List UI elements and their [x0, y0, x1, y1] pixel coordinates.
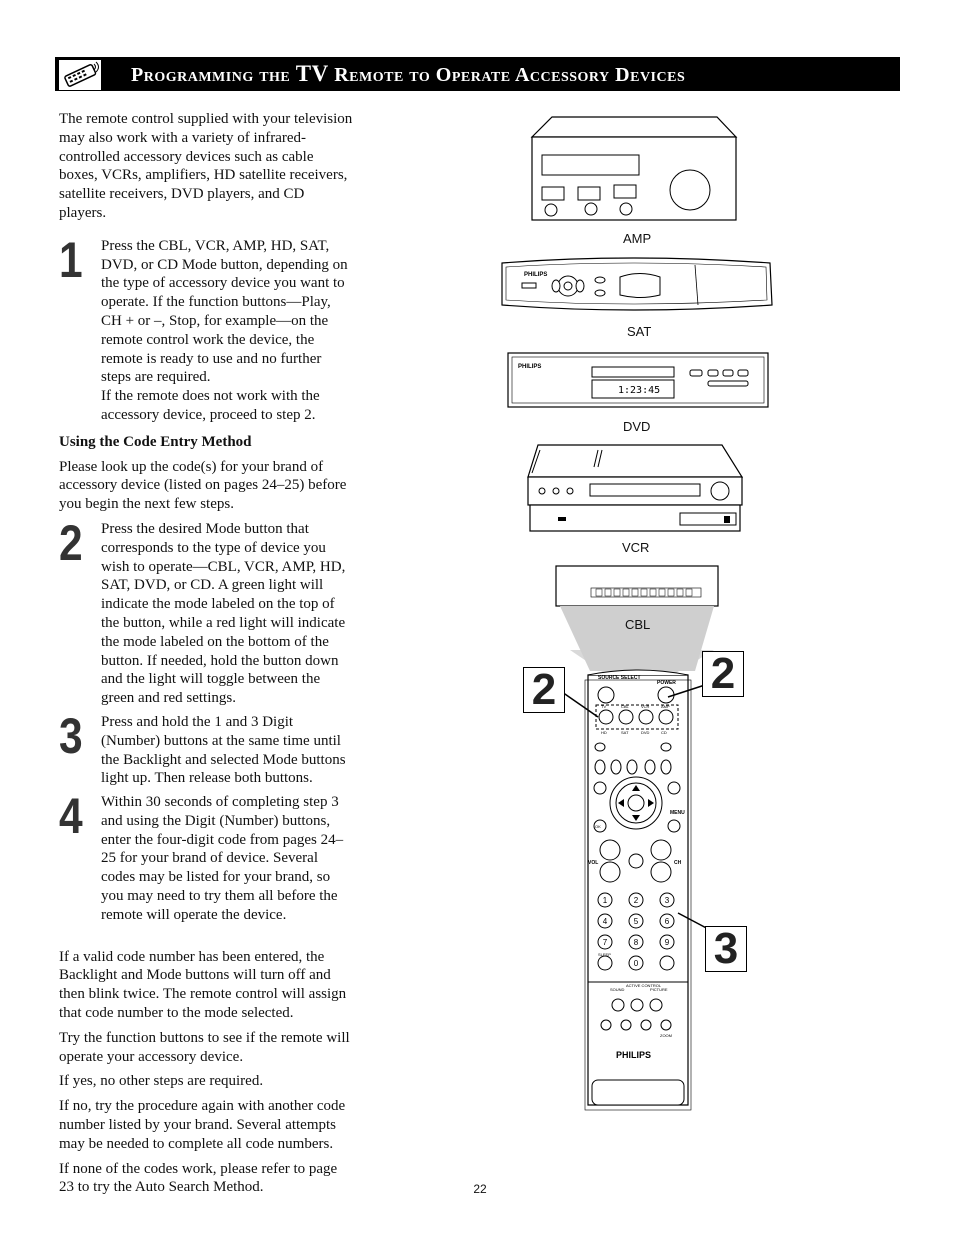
- svg-text:CH: CH: [674, 860, 682, 866]
- svg-text:CBL: CBL: [621, 704, 630, 709]
- step-text: Within 30 seconds of completing step 3 a…: [101, 794, 344, 923]
- svg-text:SOURCE SELECT: SOURCE SELECT: [598, 675, 641, 681]
- svg-text:SLEEP: SLEEP: [598, 952, 611, 957]
- svg-text:7: 7: [603, 938, 608, 947]
- dvd-device-image: PHILIPS 1:23:45: [507, 352, 769, 408]
- svg-text:1:23:45: 1:23:45: [618, 385, 660, 396]
- svg-text:5: 5: [634, 917, 639, 926]
- step-2: 2 Press the desired Mode button that cor…: [59, 514, 354, 708]
- amp-label: AMP: [623, 231, 652, 246]
- svg-text:DVD: DVD: [641, 730, 650, 735]
- svg-text:4: 4: [603, 917, 608, 926]
- callout-step-3: 3: [705, 926, 747, 972]
- sat-device-image: PHILIPS: [501, 257, 773, 311]
- svg-text:1: 1: [603, 896, 608, 905]
- svg-text:VOL: VOL: [588, 860, 598, 866]
- svg-text:PHILIPS: PHILIPS: [616, 1050, 651, 1060]
- closing-paragraph: If yes, no other steps are required.: [59, 1073, 264, 1090]
- callout-step-2-left: 2: [523, 667, 565, 713]
- closing-paragraph: If a valid code number has been entered,…: [59, 948, 347, 1022]
- callout-step-2-right: 2: [702, 651, 744, 697]
- svg-text:POWER: POWER: [657, 680, 676, 686]
- svg-text:6: 6: [665, 917, 670, 926]
- closing-paragraph: If none of the codes work, please refer …: [59, 1160, 338, 1196]
- step-number: 2: [59, 514, 83, 571]
- svg-text:HD: HD: [601, 730, 607, 735]
- svg-text:PICTURE: PICTURE: [650, 987, 668, 992]
- svg-text:9: 9: [665, 938, 670, 947]
- step-4: 4 Within 30 seconds of completing step 3…: [59, 788, 354, 925]
- page-number: 22: [473, 1182, 487, 1196]
- step-text: Press the desired Mode button that corre…: [101, 520, 346, 707]
- intro-paragraph: The remote control supplied with your te…: [59, 111, 353, 221]
- step-text: Press and hold the 1 and 3 Digit (Number…: [101, 713, 346, 787]
- code-entry-intro: Please look up the code(s) for your bran…: [59, 458, 347, 513]
- svg-text:OK: OK: [595, 824, 601, 829]
- section-header: Programming the TV Remote to Operate Acc…: [55, 57, 900, 91]
- amp-device-image: [530, 116, 738, 221]
- step-3: 3 Press and hold the 1 and 3 Digit (Numb…: [59, 707, 354, 788]
- svg-text:MENU: MENU: [670, 810, 685, 816]
- svg-text:SAT: SAT: [621, 730, 629, 735]
- code-entry-heading: Using the Code Entry Method: [59, 433, 252, 450]
- remote-control-icon: [58, 59, 102, 91]
- device-illustration: PHILIPS PHILIPS 1:23:45: [501, 116, 773, 1111]
- svg-text:0: 0: [634, 959, 639, 968]
- svg-text:TV: TV: [601, 704, 606, 709]
- closing-paragraph: If no, try the procedure again with anot…: [59, 1098, 346, 1152]
- vcr-label: VCR: [622, 540, 650, 555]
- step-1: 1 Press the CBL, VCR, AMP, HD, SAT, DVD,…: [59, 231, 354, 425]
- svg-text:PHILIPS: PHILIPS: [518, 364, 541, 370]
- svg-text:PHILIPS: PHILIPS: [524, 272, 547, 278]
- svg-text:SOUND: SOUND: [610, 987, 625, 992]
- dvd-label: DVD: [623, 419, 651, 434]
- step-extra-text: If the remote does not work with the acc…: [101, 388, 320, 423]
- svg-text:2: 2: [634, 896, 639, 905]
- cbl-label: CBL: [625, 617, 651, 632]
- vcr-device-image: [527, 444, 744, 532]
- svg-text:3: 3: [665, 896, 670, 905]
- step-number: 4: [59, 788, 83, 845]
- remote-control-image: SOURCE SELECT POWER TV CBL VCR AMP HD SA…: [561, 669, 713, 1111]
- step-text: Press the CBL, VCR, AMP, HD, SAT, DVD, o…: [101, 237, 348, 386]
- instructions-column: The remote control supplied with your te…: [59, 110, 354, 1203]
- svg-text:AMP: AMP: [661, 704, 670, 709]
- svg-text:ACTIVE CONTROL: ACTIVE CONTROL: [626, 983, 662, 988]
- svg-text:CD: CD: [661, 730, 667, 735]
- cbl-device-image: [555, 565, 719, 673]
- step-number: 1: [59, 231, 83, 288]
- svg-text:VCR: VCR: [641, 704, 650, 709]
- closing-paragraph: Try the function buttons to see if the r…: [59, 1029, 350, 1065]
- page-title: Programming the TV Remote to Operate Acc…: [131, 61, 686, 86]
- sat-label: SAT: [627, 324, 652, 339]
- svg-text:8: 8: [634, 938, 639, 947]
- svg-text:ZOOM: ZOOM: [660, 1033, 672, 1038]
- step-number: 3: [59, 707, 83, 764]
